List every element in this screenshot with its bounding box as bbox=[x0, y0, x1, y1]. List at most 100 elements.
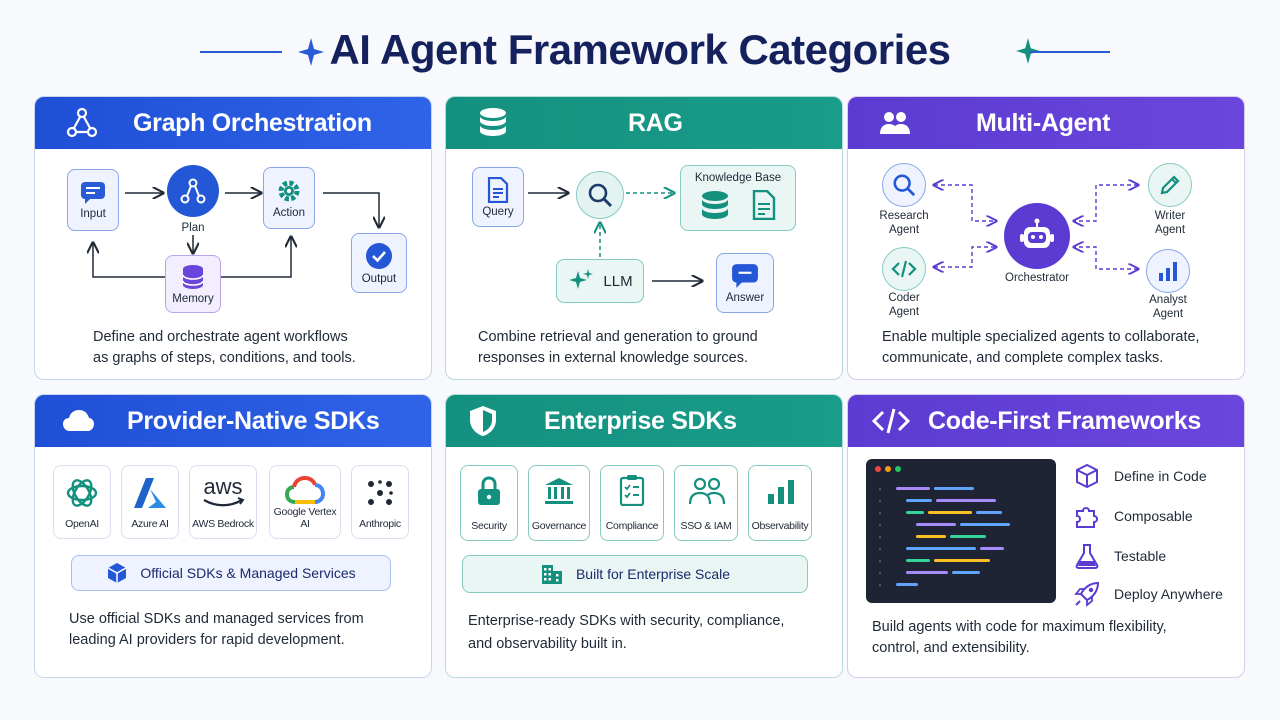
package-icon bbox=[107, 563, 127, 583]
provider-aws: aws AWS Bedrock bbox=[189, 465, 257, 539]
card-header: Provider-Native SDKs bbox=[35, 395, 431, 447]
database-icon bbox=[480, 108, 506, 136]
node-label: Knowledge Base bbox=[694, 172, 782, 184]
feature-label: Define in Code bbox=[1114, 468, 1207, 484]
document-icon bbox=[487, 176, 509, 203]
enterprise-security: Security bbox=[460, 465, 518, 541]
bar-chart-icon bbox=[1159, 262, 1177, 281]
aws-logo-icon: aws bbox=[203, 474, 245, 507]
hierarchy-icon bbox=[180, 178, 206, 204]
provider-label: Google Vertex AI bbox=[273, 506, 337, 530]
card-code-first-frameworks: Code-First Frameworks Define in Code Com… bbox=[847, 394, 1245, 678]
lock-icon bbox=[478, 476, 500, 505]
node-query: Query bbox=[472, 167, 524, 227]
node-plan bbox=[167, 165, 219, 217]
bar-chart-icon bbox=[768, 480, 794, 504]
anthropic-logo-icon bbox=[368, 480, 393, 505]
node-input: Input bbox=[67, 169, 119, 231]
search-node bbox=[576, 171, 624, 219]
node-label: Action bbox=[273, 206, 305, 219]
provider-openai: OpenAI bbox=[53, 465, 111, 539]
title-row: AI Agent Framework Categories bbox=[0, 20, 1280, 84]
code-icon bbox=[871, 408, 911, 434]
flow-arrows bbox=[35, 97, 432, 278]
orchestrator-label: Orchestrator bbox=[1005, 272, 1069, 284]
card-description: Combine retrieval and generation to grou… bbox=[478, 327, 758, 369]
official-sdks-pill: Official SDKs & Managed Services bbox=[71, 555, 391, 591]
node-label: Memory bbox=[172, 292, 214, 305]
node-action: Action bbox=[263, 167, 315, 229]
feature-testable: Testable bbox=[1074, 543, 1166, 569]
users-icon bbox=[880, 112, 910, 134]
svg-text:aws: aws bbox=[203, 474, 242, 499]
database-icon bbox=[182, 264, 204, 289]
azure-logo-icon bbox=[134, 478, 166, 508]
sparkle-icon bbox=[298, 38, 324, 66]
node-memory: Memory bbox=[165, 255, 221, 313]
card-title: Provider-Native SDKs bbox=[127, 406, 380, 435]
enterprise-sso-iam: SSO & IAM bbox=[674, 465, 738, 541]
card-header: Graph Orchestration bbox=[35, 97, 431, 149]
card-description: Define and orchestrate agent workflows a… bbox=[93, 327, 356, 369]
description-line: control, and extensibility. bbox=[872, 640, 1030, 656]
enterprise-label: Governance bbox=[531, 520, 587, 532]
code-editor-window bbox=[866, 459, 1056, 603]
agent-writer bbox=[1148, 163, 1192, 207]
agent-research bbox=[882, 163, 926, 207]
chat-icon bbox=[81, 181, 105, 204]
database-icon bbox=[702, 191, 728, 219]
node-label: Output bbox=[361, 272, 397, 285]
rocket-icon bbox=[1074, 581, 1100, 607]
feature-composable: Composable bbox=[1074, 503, 1193, 529]
card-description: Enterprise-ready SDKs with security, com… bbox=[468, 611, 784, 655]
rag-arrows bbox=[528, 97, 843, 380]
enterprise-label: Observability bbox=[751, 520, 809, 532]
provider-anthropic: Anthropic bbox=[351, 465, 409, 539]
node-label: LLM bbox=[603, 272, 633, 290]
card-header: Multi-Agent bbox=[848, 97, 1244, 149]
google-cloud-logo-icon bbox=[285, 475, 325, 504]
description-line: Define and orchestrate agent workflows bbox=[93, 329, 348, 345]
enterprise-observability: Observability bbox=[748, 465, 812, 541]
enterprise-compliance: Compliance bbox=[600, 465, 664, 541]
card-title: Enterprise SDKs bbox=[544, 406, 737, 435]
title-rule-right bbox=[1030, 51, 1110, 53]
description-line: Build agents with code for maximum flexi… bbox=[872, 619, 1167, 635]
description-line: responses in external knowledge sources. bbox=[478, 350, 749, 366]
card-description: Build agents with code for maximum flexi… bbox=[872, 617, 1167, 659]
card-title: Code-First Frameworks bbox=[928, 406, 1201, 435]
pill-label: Built for Enterprise Scale bbox=[575, 566, 731, 582]
description-line: Combine retrieval and generation to grou… bbox=[478, 329, 758, 345]
code-editor-graphic bbox=[875, 466, 1010, 587]
enterprise-label: Compliance bbox=[605, 520, 659, 532]
description-line: communicate, and complete complex tasks. bbox=[882, 350, 1164, 366]
node-output: Output bbox=[351, 233, 407, 293]
provider-label: AWS Bedrock bbox=[192, 518, 254, 530]
node-plan-label: Plan bbox=[181, 222, 205, 234]
provider-label: OpenAI bbox=[65, 518, 99, 530]
pill-label: Official SDKs & Managed Services bbox=[140, 565, 356, 581]
description-line: and observability built in. bbox=[468, 636, 627, 652]
description-line: Enable multiple specialized agents to co… bbox=[882, 329, 1200, 345]
card-title: RAG bbox=[628, 108, 683, 137]
code-icon bbox=[891, 260, 917, 278]
graph-network-icon bbox=[66, 107, 98, 138]
description-line: Enterprise-ready SDKs with security, com… bbox=[468, 613, 785, 629]
node-answer: Answer bbox=[716, 253, 774, 313]
document-icon bbox=[752, 190, 776, 220]
description-line: as graphs of steps, conditions, and tool… bbox=[93, 350, 356, 366]
check-circle-icon bbox=[366, 242, 392, 269]
building-icon bbox=[541, 565, 562, 584]
enterprise-scale-pill: Built for Enterprise Scale bbox=[462, 555, 808, 593]
feature-label: Deploy Anywhere bbox=[1114, 586, 1223, 602]
card-title: Multi-Agent bbox=[976, 108, 1111, 137]
provider-google-vertex: Google Vertex AI bbox=[269, 465, 341, 539]
card-description: Enable multiple specialized agents to co… bbox=[882, 327, 1200, 369]
cube-icon bbox=[1076, 463, 1098, 489]
card-header: Code-First Frameworks bbox=[848, 395, 1244, 447]
bank-icon bbox=[545, 478, 573, 504]
sparkle-icon bbox=[1016, 38, 1040, 64]
enterprise-governance: Governance bbox=[528, 465, 590, 541]
